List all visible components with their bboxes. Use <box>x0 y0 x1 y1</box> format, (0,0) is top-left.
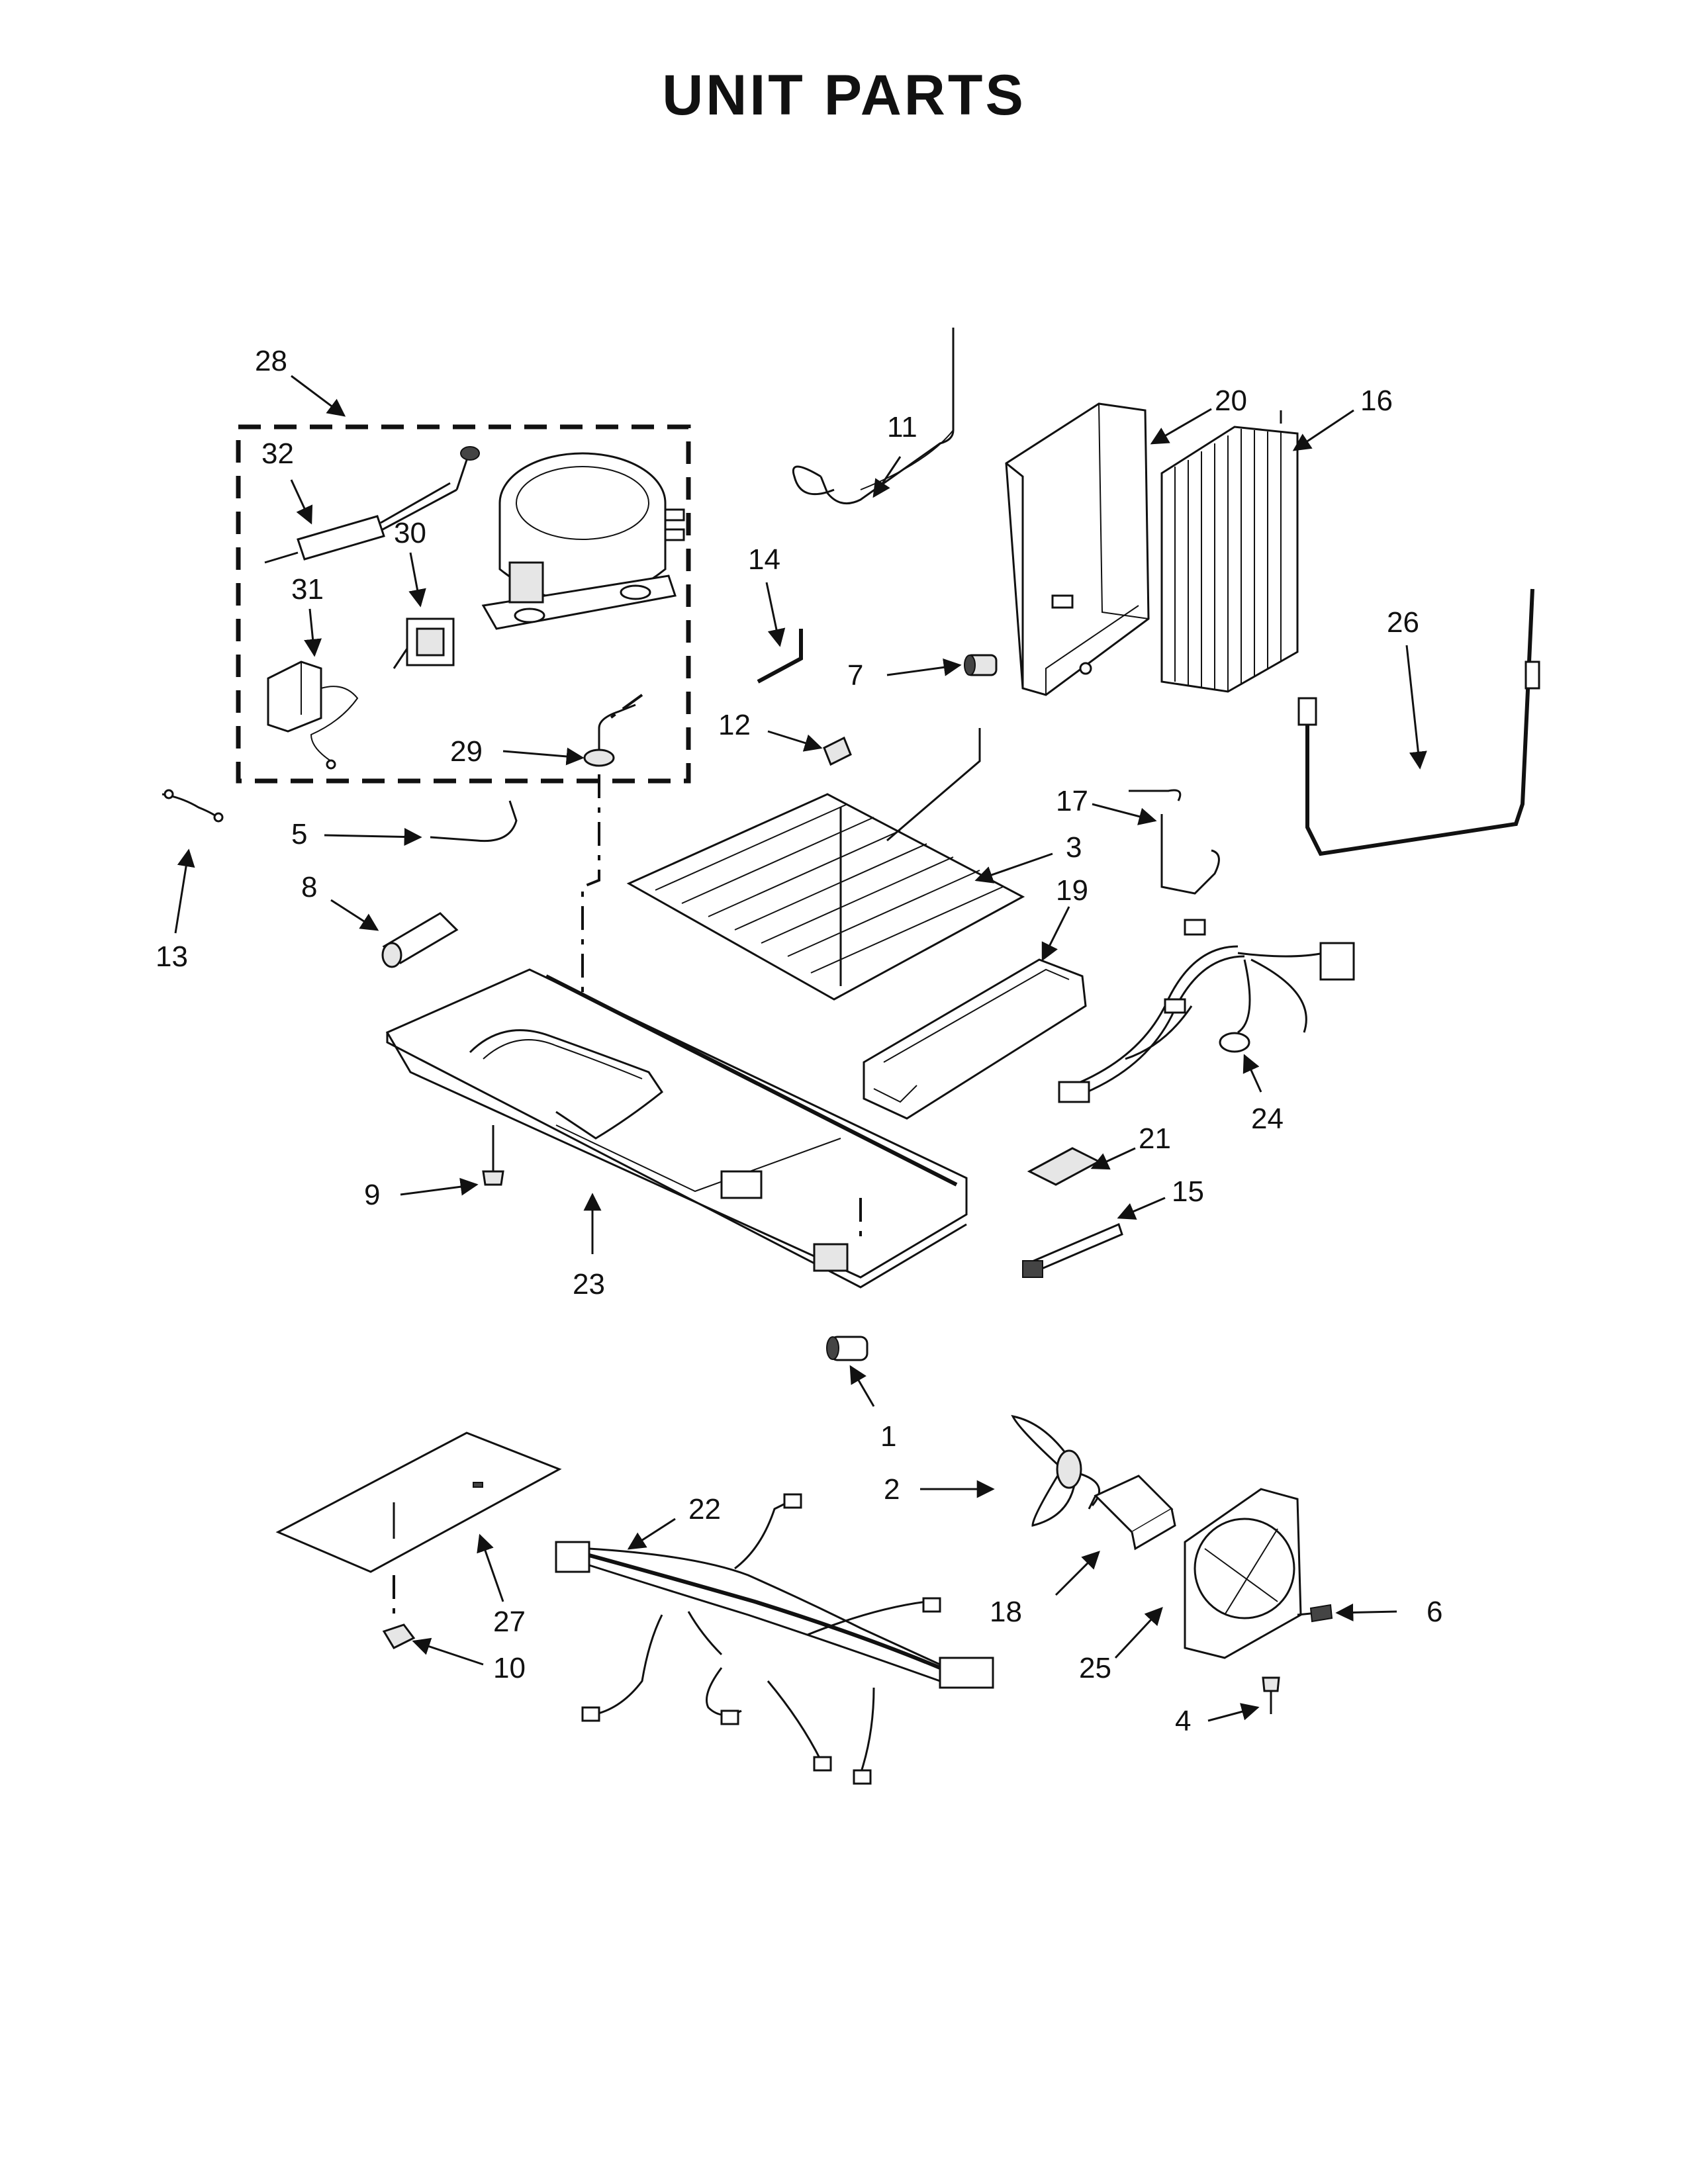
fan-motor-bracket[interactable] <box>1184 1488 1302 1659</box>
compressor-mount-path <box>581 694 643 1046</box>
harness-clip[interactable] <box>1129 789 1220 895</box>
filter-drier[interactable] <box>264 446 480 564</box>
overload-protector[interactable] <box>393 617 455 669</box>
fan-motor-grommet[interactable] <box>826 1336 868 1361</box>
evaporator-tube[interactable] <box>792 328 955 505</box>
leader-arrows <box>174 375 1427 1722</box>
wire-tie-strip[interactable] <box>1022 1222 1123 1278</box>
control-wire-harness[interactable] <box>1058 919 1355 1103</box>
base-screw[interactable] <box>482 1125 504 1186</box>
condenser-shroud[interactable] <box>1005 402 1150 696</box>
callout-8: 8 <box>301 871 317 903</box>
callout-23: 23 <box>573 1268 605 1300</box>
callout-13: 13 <box>156 940 188 973</box>
callout-5: 5 <box>291 818 307 850</box>
callout-28: 28 <box>255 345 287 377</box>
callout-16: 16 <box>1360 385 1393 417</box>
callout-19: 19 <box>1056 874 1088 907</box>
defrost-drain-pan[interactable] <box>863 958 1087 1120</box>
callout-24: 24 <box>1251 1103 1284 1135</box>
callout-27: 27 <box>493 1606 526 1638</box>
callout-26: 26 <box>1387 606 1419 639</box>
machine-compartment-base[interactable] <box>385 968 968 1289</box>
drain-tube-rod[interactable] <box>430 800 518 842</box>
condenser-coil[interactable] <box>1160 410 1299 693</box>
callout-14: 14 <box>748 543 780 576</box>
callout-2: 2 <box>884 1473 900 1506</box>
start-relay[interactable] <box>267 660 359 770</box>
callout-21: 21 <box>1139 1122 1171 1155</box>
control-board-pad[interactable] <box>1027 1147 1102 1186</box>
tube-connector[interactable] <box>964 654 998 676</box>
callout-10: 10 <box>493 1652 526 1684</box>
bracket-screw[interactable] <box>1297 1604 1333 1623</box>
callout-31: 31 <box>291 573 324 606</box>
callout-18: 18 <box>990 1596 1022 1628</box>
wire-clip[interactable] <box>382 1623 416 1649</box>
callout-32: 32 <box>261 437 294 470</box>
callout-29: 29 <box>450 735 483 768</box>
callout-labels: 28 32 30 31 29 11 20 16 14 26 7 12 17 5 … <box>156 345 1442 1737</box>
page-title: UNIT PARTS <box>662 64 1026 127</box>
callout-12: 12 <box>718 709 751 741</box>
callout-30: 30 <box>394 517 426 549</box>
thermistor-sensor[interactable] <box>1297 588 1540 856</box>
main-wire-harness[interactable] <box>555 1493 994 1785</box>
callout-7: 7 <box>847 659 863 692</box>
callout-20: 20 <box>1215 385 1247 417</box>
compressor-kit-boundary <box>236 424 691 784</box>
suction-tube[interactable] <box>757 629 803 684</box>
tube-clip[interactable] <box>823 736 852 766</box>
callout-15: 15 <box>1172 1175 1204 1208</box>
callout-1: 1 <box>880 1420 896 1453</box>
callout-25: 25 <box>1079 1652 1111 1684</box>
drain-hose[interactable] <box>381 912 459 968</box>
callout-6: 6 <box>1427 1596 1442 1628</box>
compressor-kit-group <box>236 424 691 784</box>
condenser-fan-blade[interactable] <box>1011 1414 1100 1527</box>
mounting-strap[interactable] <box>162 789 224 823</box>
insulation-pad[interactable] <box>275 1432 562 1573</box>
callout-22: 22 <box>688 1493 721 1525</box>
callout-11: 11 <box>887 411 917 443</box>
compressor-grommet[interactable] <box>583 704 636 767</box>
callout-17: 17 <box>1056 785 1088 817</box>
condenser-fan-motor[interactable] <box>1088 1475 1176 1551</box>
shroud-screw[interactable] <box>1262 1676 1280 1714</box>
callout-4: 4 <box>1175 1705 1191 1737</box>
callout-9: 9 <box>364 1179 380 1211</box>
compressor[interactable] <box>481 452 685 630</box>
callout-3: 3 <box>1066 831 1082 864</box>
evaporator[interactable] <box>626 728 1025 1001</box>
